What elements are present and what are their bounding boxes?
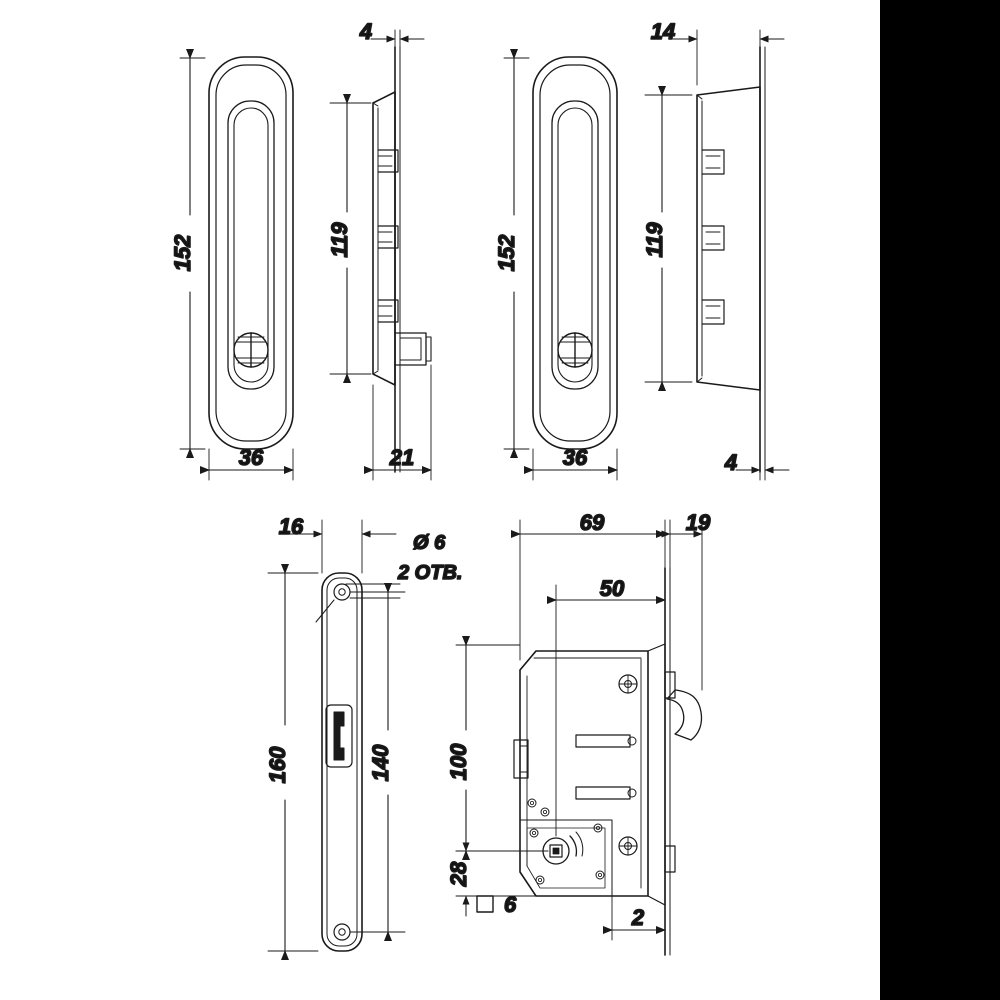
dimension-160: [267, 564, 319, 960]
dim-label-2: 2: [631, 905, 645, 930]
dim-label-152-right: 152: [494, 234, 519, 271]
dim-label-152-left: 152: [170, 234, 195, 271]
dim-label-28: 28: [446, 861, 471, 887]
dimension-69: [511, 519, 666, 661]
dimension-36-left: [200, 448, 294, 481]
note-diameter-6: Ø 6: [413, 532, 446, 554]
dimension-4-top-left: [370, 29, 425, 48]
dim-label-19: 19: [686, 510, 711, 535]
dim-label-119-left: 119: [327, 222, 352, 258]
dimension-4-bottom-right: [735, 389, 790, 481]
dim-label-16: 16: [279, 514, 304, 539]
dimension-50: [547, 584, 666, 837]
view-front-face-plate-right: [532, 56, 618, 450]
leader-diameter-6: [315, 583, 401, 623]
drawing-sheet: 152 36: [0, 0, 880, 1000]
dimension-28: [455, 831, 549, 917]
view-strike-faceplate: [321, 572, 363, 952]
dimension-16: [287, 519, 397, 574]
technical-drawing-svg: 152 36: [169, 18, 790, 960]
dim-label-140: 140: [368, 744, 393, 781]
view-lock-body: [513, 567, 703, 956]
dim-label-160: 160: [265, 746, 290, 783]
view-front-face-plate-left: [208, 56, 294, 450]
dim-label-14: 14: [651, 19, 675, 44]
dimension-140: [349, 583, 406, 941]
dimension-119-left: [329, 94, 372, 383]
note-2-holes: 2 ОТВ.: [397, 562, 462, 584]
dim-label-50: 50: [600, 576, 625, 601]
dim-label-119-right: 119: [642, 222, 667, 258]
dimension-36-right: [524, 448, 618, 481]
dimension-21: [364, 364, 432, 481]
dimension-152-right: [503, 49, 530, 458]
dimension-14-top: [672, 29, 785, 86]
dim-label-21: 21: [389, 445, 414, 470]
dimension-2: [603, 895, 666, 941]
view-side-profile-right: [696, 46, 766, 473]
dimension-19: [661, 519, 703, 691]
note-square-6-label: 6: [504, 892, 517, 917]
dim-label-4-bottom-right: 4: [724, 450, 737, 475]
dim-label-4-top-left: 4: [359, 19, 372, 44]
note-square-6: [476, 895, 494, 913]
dim-label-69: 69: [580, 510, 605, 535]
view-side-profile-left: [372, 46, 432, 473]
dimension-152-left: [179, 49, 206, 458]
dim-label-36-right: 36: [563, 445, 588, 470]
dim-label-36-left: 36: [239, 445, 264, 470]
dim-label-100: 100: [446, 743, 471, 780]
dimension-119-right: [644, 86, 693, 391]
